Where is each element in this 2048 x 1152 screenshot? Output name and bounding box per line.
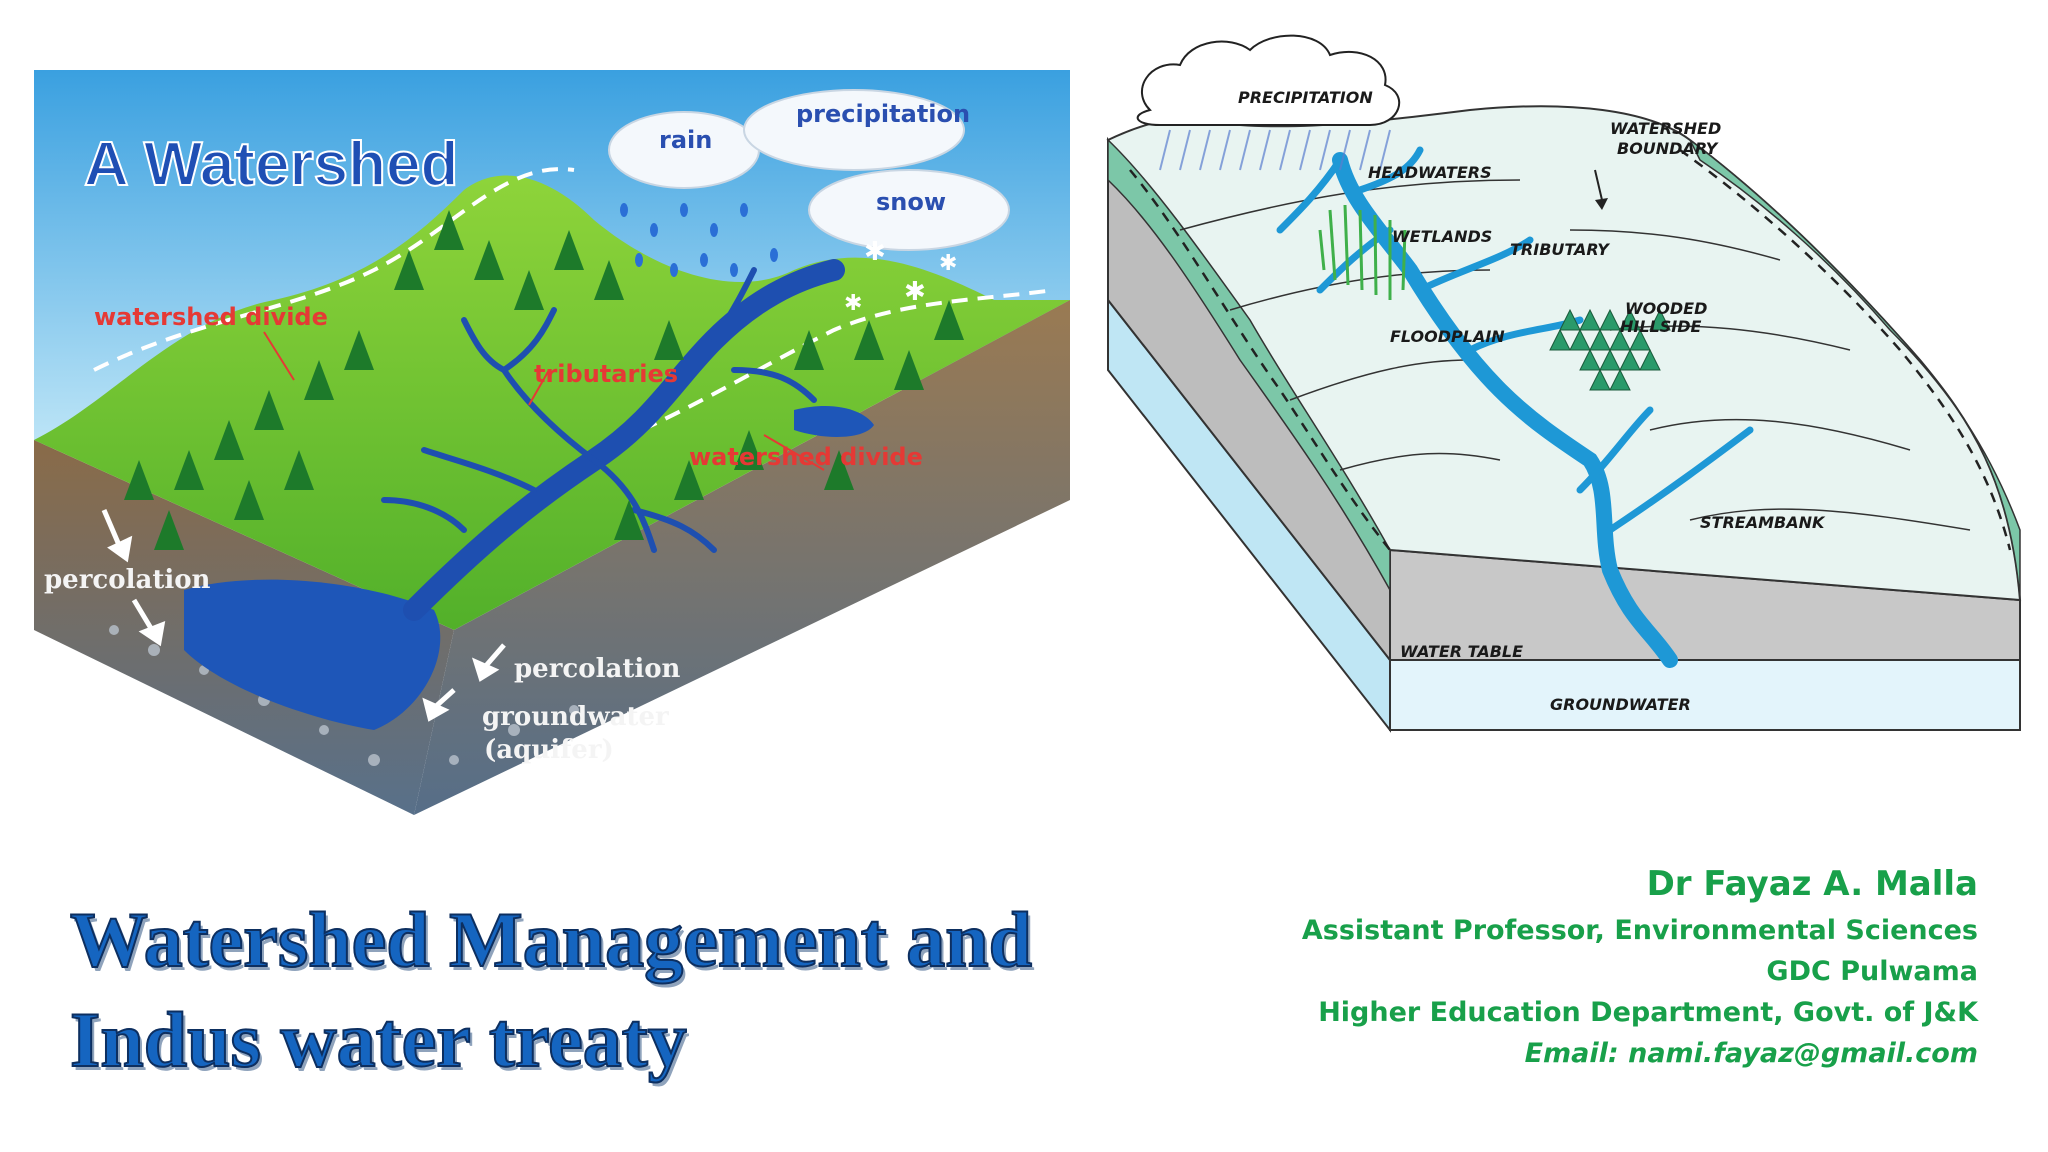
lake: [184, 579, 441, 730]
watershed-diagram-left: ✱ ✱ ✱ ✱ A Watershed rain precipitation s…: [34, 70, 1070, 815]
label-tributary: TRIBUTARY: [1510, 240, 1610, 259]
title-line-1: Watershed Management and: [69, 895, 1033, 984]
label-watershed-boundary-2: BOUNDARY: [1617, 139, 1719, 158]
label-percolation-1: percolation: [44, 565, 211, 595]
clouds-left: [608, 89, 1010, 251]
label-precipitation-right: PRECIPITATION: [1238, 88, 1373, 107]
label-groundwater: groundwater: [482, 702, 669, 732]
tree-group-left: [124, 210, 964, 550]
cloud-right: [1136, 34, 1401, 126]
author-department: Higher Education Department, Govt. of J&…: [1318, 997, 1978, 1028]
author-college: GDC Pulwama: [1766, 956, 1978, 987]
soil-front-right: [414, 300, 1070, 815]
author-name: Dr Fayaz A. Malla: [1646, 864, 1978, 904]
label-water-table: WATER TABLE: [1400, 642, 1523, 661]
svg-text:✱: ✱: [844, 291, 862, 316]
author-email[interactable]: Email: nami.fayaz@gmail.com: [1524, 1038, 1978, 1069]
svg-text:✱: ✱: [864, 237, 886, 267]
label-watershed-divide-1: watershed divide: [94, 303, 328, 331]
groundwater-layer-front: [1389, 659, 2021, 731]
label-wetlands: WETLANDS: [1392, 227, 1492, 246]
diagram-title: A Watershed: [84, 130, 458, 199]
snowflakes: ✱ ✱ ✱ ✱: [844, 237, 957, 316]
author-info: Dr Fayaz A. Malla Assistant Professor, E…: [1302, 858, 1978, 1074]
label-percolation-2: percolation: [514, 654, 681, 684]
label-precipitation: precipitation: [796, 100, 970, 128]
label-tributaries: tributaries: [534, 360, 678, 388]
svg-text:✱: ✱: [939, 251, 957, 276]
main-river: [403, 259, 845, 621]
label-hillside: HILLSIDE: [1620, 317, 1701, 336]
label-rain: rain: [659, 126, 712, 154]
label-snow: snow: [876, 188, 946, 216]
title-line-2: Indus water treaty: [69, 995, 688, 1084]
label-aquifer: (aquifer): [484, 735, 614, 765]
label-wooded: WOODED: [1625, 299, 1707, 318]
tree-group-right: [1549, 308, 1671, 391]
label-streambank: STREAMBANK: [1700, 513, 1826, 532]
label-groundwater-right: GROUNDWATER: [1550, 695, 1691, 714]
svg-text:✱: ✱: [904, 277, 926, 307]
label-floodplain: FLOODPLAIN: [1390, 327, 1505, 346]
land-surface: [34, 175, 1070, 631]
slide-title: Watershed Management and Indus water tre…: [69, 890, 1250, 1090]
label-watershed-boundary-1: WATERSHED: [1610, 119, 1721, 138]
watershed-diagram-right: PRECIPITATION WATERSHED BOUNDARY HEADWAT…: [1090, 30, 2024, 750]
author-position: Assistant Professor, Environmental Scien…: [1301, 915, 1978, 946]
label-headwaters: HEADWATERS: [1368, 163, 1492, 182]
stream-main: [1332, 152, 1678, 668]
label-watershed-divide-2: watershed divide: [689, 443, 923, 471]
